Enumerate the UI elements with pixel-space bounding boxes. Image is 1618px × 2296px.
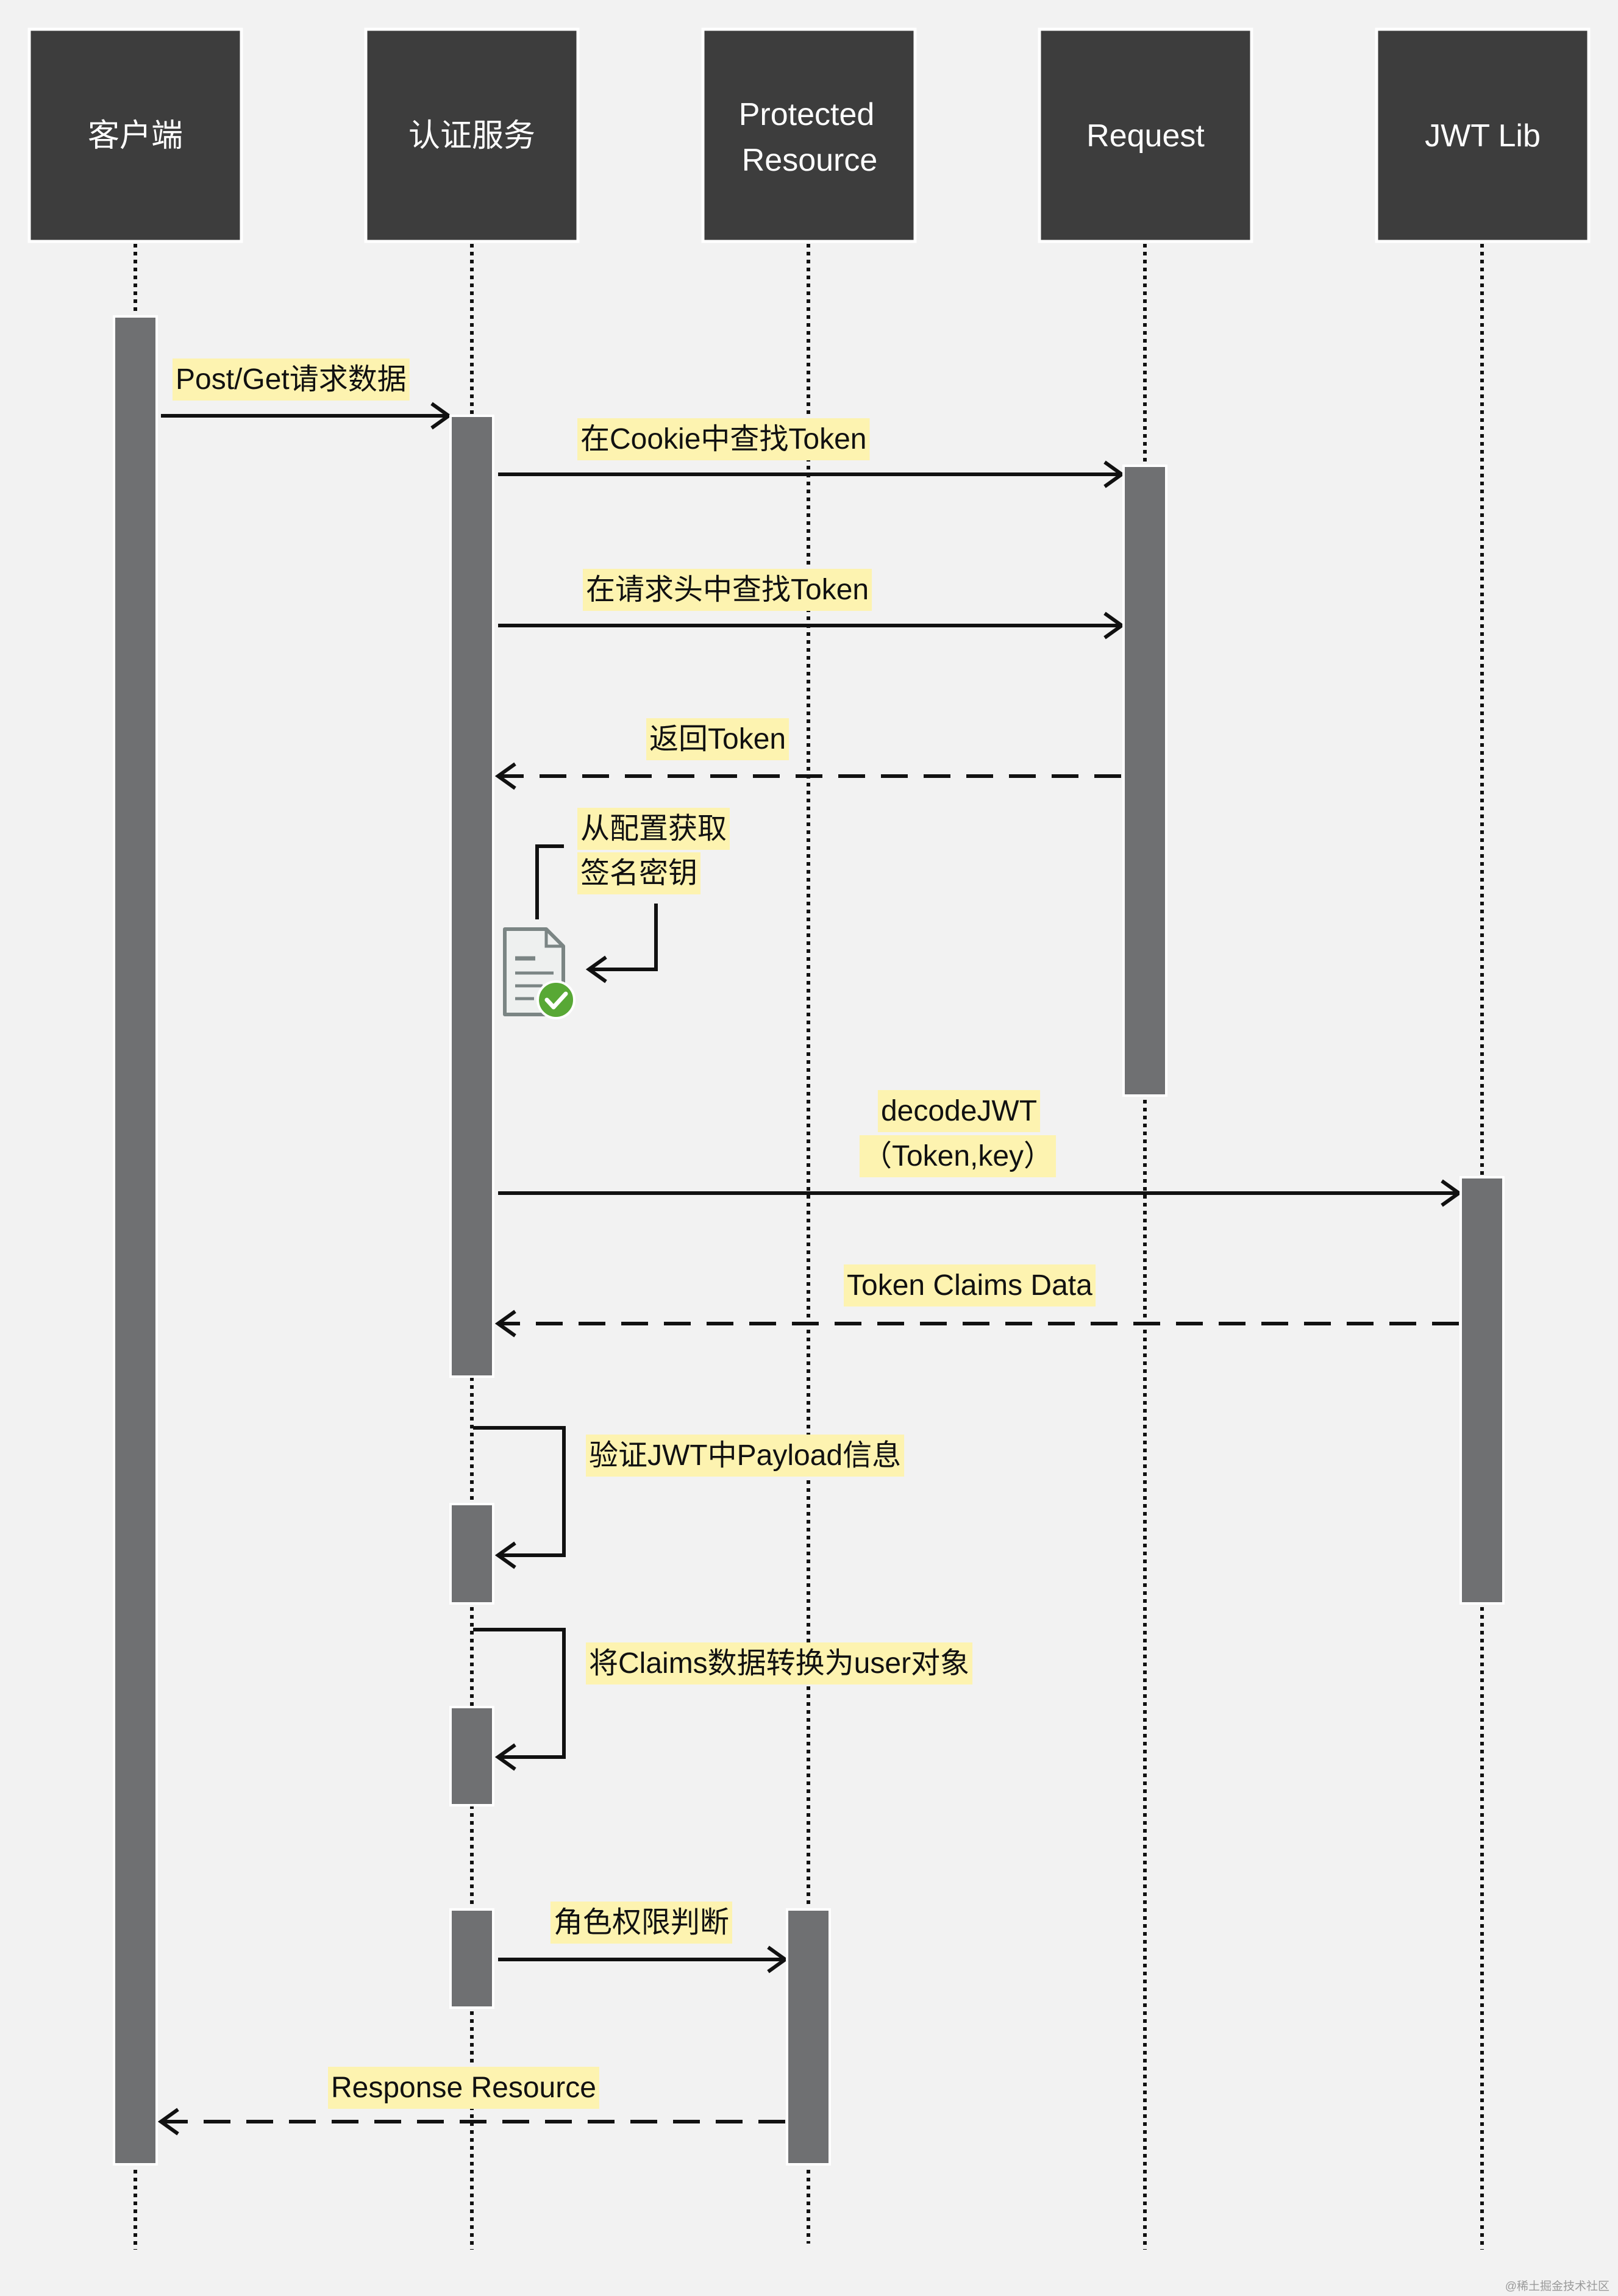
label-highlight — [577, 808, 730, 850]
arrow-decode-jwt — [498, 1179, 1463, 1207]
label-find-in-cookie: 在Cookie中查找Token — [577, 418, 870, 460]
label-highlight — [586, 1642, 973, 1685]
arrowhead — [494, 762, 516, 790]
document-check-icon — [503, 927, 576, 1019]
label-text: 返回Token — [649, 723, 786, 755]
watermark: @稀土掘金技术社区 — [1505, 2280, 1609, 2293]
participant-client: 客户端 — [27, 27, 243, 243]
label-decode-jwt-line2: （Token,key） — [859, 1135, 1057, 1177]
label-highlight — [173, 358, 410, 401]
activation-client — [113, 315, 158, 2166]
note-arrow-line — [591, 904, 658, 971]
label-text: 签名密钥 — [580, 857, 697, 890]
arrowhead — [767, 1945, 789, 1973]
activation-auth-service-convert — [449, 1706, 494, 1806]
self-arrow-convert-claims — [473, 1628, 566, 1771]
label-response-resource: Response Resource — [328, 2067, 599, 2109]
label-highlight — [551, 1902, 733, 1944]
document-fold — [544, 929, 563, 948]
arrowhead — [585, 955, 607, 983]
arrowhead — [430, 402, 452, 430]
arrow-line — [473, 1628, 566, 1759]
label-verify-payload: 验证JWT中Payload信息 — [586, 1435, 905, 1477]
label-highlight — [577, 418, 870, 460]
arrow-find-in-header — [498, 611, 1125, 640]
participants: 客户端 认证服务 Protected Resource Request JWT … — [27, 27, 1591, 243]
arrow-find-in-cookie — [498, 460, 1125, 488]
participant-protected-resource: Protected Resource — [701, 27, 917, 243]
label-highlight — [586, 1435, 905, 1477]
self-arrow-verify-payload — [473, 1426, 566, 1569]
participant-box — [1375, 27, 1591, 243]
note-connector — [535, 844, 658, 983]
label-highlight — [577, 852, 701, 894]
participant-label: 客户端 — [88, 118, 183, 154]
label-role-permission-check: 角色权限判断 — [551, 1902, 733, 1944]
activation-request — [1122, 465, 1167, 1097]
label-text: Token Claims Data — [847, 1269, 1092, 1302]
participant-box — [1038, 27, 1253, 243]
arrow-response-resource — [157, 2108, 785, 2136]
participant-jwt-lib: JWT Lib — [1375, 27, 1591, 243]
label-highlight — [583, 569, 872, 611]
participant-request: Request — [1038, 27, 1253, 243]
label-text: 从配置获取 — [580, 813, 727, 845]
arrow-post-get-request — [161, 402, 452, 430]
participant-box — [27, 27, 243, 243]
participant-box — [364, 27, 580, 243]
participant-label: 认证服务 — [408, 118, 535, 154]
participant-label-line2: Resource — [742, 143, 878, 178]
arrowhead — [1103, 460, 1125, 488]
activation-auth-service-role-check — [449, 1908, 494, 2009]
arrowhead — [157, 2108, 179, 2136]
arrowhead — [494, 1743, 516, 1771]
label-get-signing-key-line2: 签名密钥 — [577, 852, 701, 894]
label-decode-jwt-line1: decodeJWT — [877, 1090, 1041, 1132]
label-text: （Token,key） — [863, 1140, 1053, 1172]
arrowhead — [494, 1310, 516, 1338]
label-text: 验证JWT中Payload信息 — [589, 1439, 901, 1472]
arrow-token-claims-data — [494, 1310, 1459, 1338]
check-mark-icon — [544, 991, 568, 1010]
participant-auth-service: 认证服务 — [364, 27, 580, 243]
participant-label: Request — [1086, 118, 1205, 154]
label-text: 在Cookie中查找Token — [580, 423, 867, 455]
participant-label: JWT Lib — [1425, 118, 1541, 154]
arrowhead — [1441, 1179, 1463, 1207]
arrow-return-token — [494, 762, 1121, 790]
label-token-claims-data: Token Claims Data — [844, 1264, 1096, 1307]
message-labels: Post/Get请求数据 在Cookie中查找Token 在请求头中查找Toke… — [173, 358, 1096, 2109]
label-highlight — [328, 2067, 599, 2109]
check-badge — [536, 980, 576, 1019]
label-highlight — [646, 718, 789, 760]
participant-box — [701, 27, 917, 243]
label-text: Response Resource — [331, 2072, 596, 2104]
label-find-in-header: 在请求头中查找Token — [583, 569, 872, 611]
label-highlight — [859, 1135, 1057, 1177]
label-highlight — [877, 1090, 1041, 1132]
message-arrows — [157, 402, 1463, 2136]
label-get-signing-key-line1: 从配置获取 — [577, 808, 730, 850]
activation-auth-service-main — [449, 415, 494, 1378]
label-text: 将Claims数据转换为user对象 — [589, 1647, 969, 1680]
activation-bars — [113, 315, 1505, 2166]
activation-auth-service-verify — [449, 1503, 494, 1605]
activation-protected-resource — [786, 1908, 831, 2166]
participant-label-line1: Protected — [739, 97, 875, 132]
label-return-token: 返回Token — [646, 718, 789, 760]
label-text: decodeJWT — [881, 1095, 1037, 1127]
label-highlight — [844, 1264, 1096, 1307]
note-bracket-line — [535, 844, 564, 919]
arrowhead — [494, 1541, 516, 1569]
arrow-line — [473, 1426, 566, 1557]
label-text: 在请求头中查找Token — [586, 574, 869, 606]
arrowhead — [1103, 611, 1125, 640]
label-text: Post/Get请求数据 — [176, 363, 407, 396]
arrow-role-permission-check — [498, 1945, 789, 1973]
label-convert-claims: 将Claims数据转换为user对象 — [586, 1642, 973, 1685]
label-text: 角色权限判断 — [554, 1906, 729, 1939]
label-post-get-request: Post/Get请求数据 — [173, 358, 410, 401]
activation-jwt-lib — [1459, 1176, 1505, 1605]
